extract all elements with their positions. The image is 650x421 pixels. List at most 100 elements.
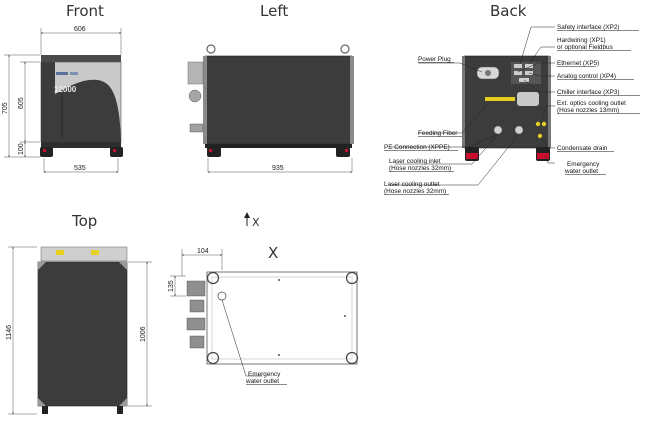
top-rear-panel <box>40 246 128 262</box>
dim-left-length: 935 <box>272 165 284 172</box>
x-connector-2 <box>189 299 205 313</box>
front-caster-left <box>40 147 53 157</box>
dim-front-height-total: 705 <box>2 102 9 114</box>
top-housing <box>37 261 128 407</box>
front-logo-mark <box>56 72 68 75</box>
front-view: 12000 606 705 605 100 535 <box>2 26 123 173</box>
back-caster-1-red <box>466 153 478 159</box>
label-ext-optics: Ext. optics cooling outlet <box>557 100 626 107</box>
label-emergency-back: Emergency <box>567 161 600 168</box>
back-ext-optics-2 <box>541 121 547 127</box>
label-hardwiring: Hardwiring (XP1) <box>557 37 606 44</box>
front-logo-mark-2 <box>70 72 78 75</box>
dim-top-length: 1146 <box>6 325 13 340</box>
back-xp5 <box>514 71 522 75</box>
label-chiller-interface: Chiller interface (XP3) <box>557 89 620 96</box>
x-view-title: X <box>268 244 279 262</box>
back-laser-outlet <box>514 125 524 135</box>
left-connector-block <box>187 61 204 85</box>
dim-front-height-base: 100 <box>18 143 25 155</box>
label-condensate-drain: Condensate drain <box>557 145 608 152</box>
label-pe-connection: PE Connection (XPPE) <box>384 144 450 151</box>
label-laser-inlet: Laser cooling inlet <box>389 158 441 165</box>
x-frame <box>206 271 358 365</box>
left-base <box>205 144 352 148</box>
front-base <box>41 142 121 148</box>
top-foot-left <box>42 406 48 414</box>
x-emergency-outlet <box>217 291 227 301</box>
front-dark-swoosh <box>41 79 121 142</box>
back-laser-inlet <box>493 125 503 135</box>
back-ext-optics-1 <box>535 121 541 127</box>
x-hole-3 <box>344 315 346 317</box>
back-view: Safety interface (XP2) Hardwiring (XP1) … <box>384 24 640 195</box>
back-yellow-stripe <box>485 97 515 101</box>
top-yellow-2 <box>91 250 99 255</box>
label-laser-inlet-nozzles: (Hose nozzles 32mm) <box>389 165 451 172</box>
front-top-bar <box>41 55 121 63</box>
left-frame-right <box>350 56 354 144</box>
dim-front-base-width: 535 <box>74 165 86 172</box>
x-hole-1 <box>278 279 280 281</box>
top-corner-br <box>119 398 127 406</box>
top-view: 1146 1006 <box>6 246 152 415</box>
x-connector-1 <box>186 280 206 297</box>
top-corner-bl <box>38 398 46 406</box>
label-analog-control: Analog control (XP4) <box>557 73 616 80</box>
x-caster-tr <box>345 271 359 285</box>
label-power-plug: Power Plug <box>418 56 451 63</box>
label-safety-interface: Safety interface (XP2) <box>557 24 620 31</box>
label-laser-outlet-nozzles: (Hose nozzles 32mm) <box>384 188 446 195</box>
front-caster-right-red <box>113 149 116 152</box>
left-nozzle-1 <box>188 89 202 103</box>
x-connector-4 <box>189 335 205 349</box>
label-x-emergency-outlet: water outlet <box>245 378 279 385</box>
front-caster-left-red <box>43 149 46 152</box>
x-arrow-head <box>244 212 250 218</box>
dim-front-width: 606 <box>74 26 86 33</box>
front-caster-right <box>110 147 123 157</box>
x-caster-bl <box>206 351 220 365</box>
dim-top-body: 1006 <box>140 326 147 342</box>
dim-front-height-body: 605 <box>18 97 25 109</box>
left-lift-eye-1 <box>206 44 216 54</box>
left-nozzle-2 <box>189 123 204 133</box>
front-view-title: Front <box>66 2 104 20</box>
x-caster-br <box>345 351 359 365</box>
label-emergency-back-outlet: water outlet <box>564 168 598 175</box>
left-caster-1-red <box>209 149 212 152</box>
x-arrow-label: X <box>252 216 260 229</box>
label-ext-optics-nozzles: (Hose nozzles 13mm) <box>557 107 619 114</box>
left-view: 935 <box>187 44 354 173</box>
x-frame-inner <box>211 276 353 360</box>
top-foot-right <box>117 406 123 414</box>
label-fieldbus: or optional Fieldbus <box>557 44 613 51</box>
back-frame-left <box>462 56 465 148</box>
left-frame-left <box>203 56 207 144</box>
top-yellow-1 <box>56 250 64 255</box>
left-caster-2-red <box>345 149 348 152</box>
back-xp1 <box>525 64 533 68</box>
back-frame-right <box>548 56 551 148</box>
left-housing <box>204 55 353 145</box>
label-feeding-fiber: Feeding Fiber <box>418 130 458 137</box>
back-cover-plate <box>517 92 539 106</box>
x-view: X 104 135 Emergency water outlet <box>168 212 359 385</box>
x-hole-2 <box>278 354 280 356</box>
top-corner-tr <box>119 262 127 270</box>
top-corner-tl <box>38 262 46 270</box>
label-ethernet: Ethernet (XP5) <box>557 60 599 67</box>
label-laser-outlet: Laser cooling outlet <box>384 181 440 188</box>
label-x-emergency: Emergency <box>248 371 281 378</box>
back-power-plug-pin <box>485 70 491 76</box>
top-view-title: Top <box>72 212 98 230</box>
front-model-label: 12000 <box>54 85 77 94</box>
x-caster-tl <box>206 271 220 285</box>
back-view-title: Back <box>490 2 527 20</box>
x-connector-3 <box>186 317 206 331</box>
back-xp2 <box>514 64 522 68</box>
back-caster-2-red <box>537 153 549 159</box>
left-lift-eye-2 <box>340 44 350 54</box>
dim-x-offset-h: 104 <box>197 248 209 255</box>
